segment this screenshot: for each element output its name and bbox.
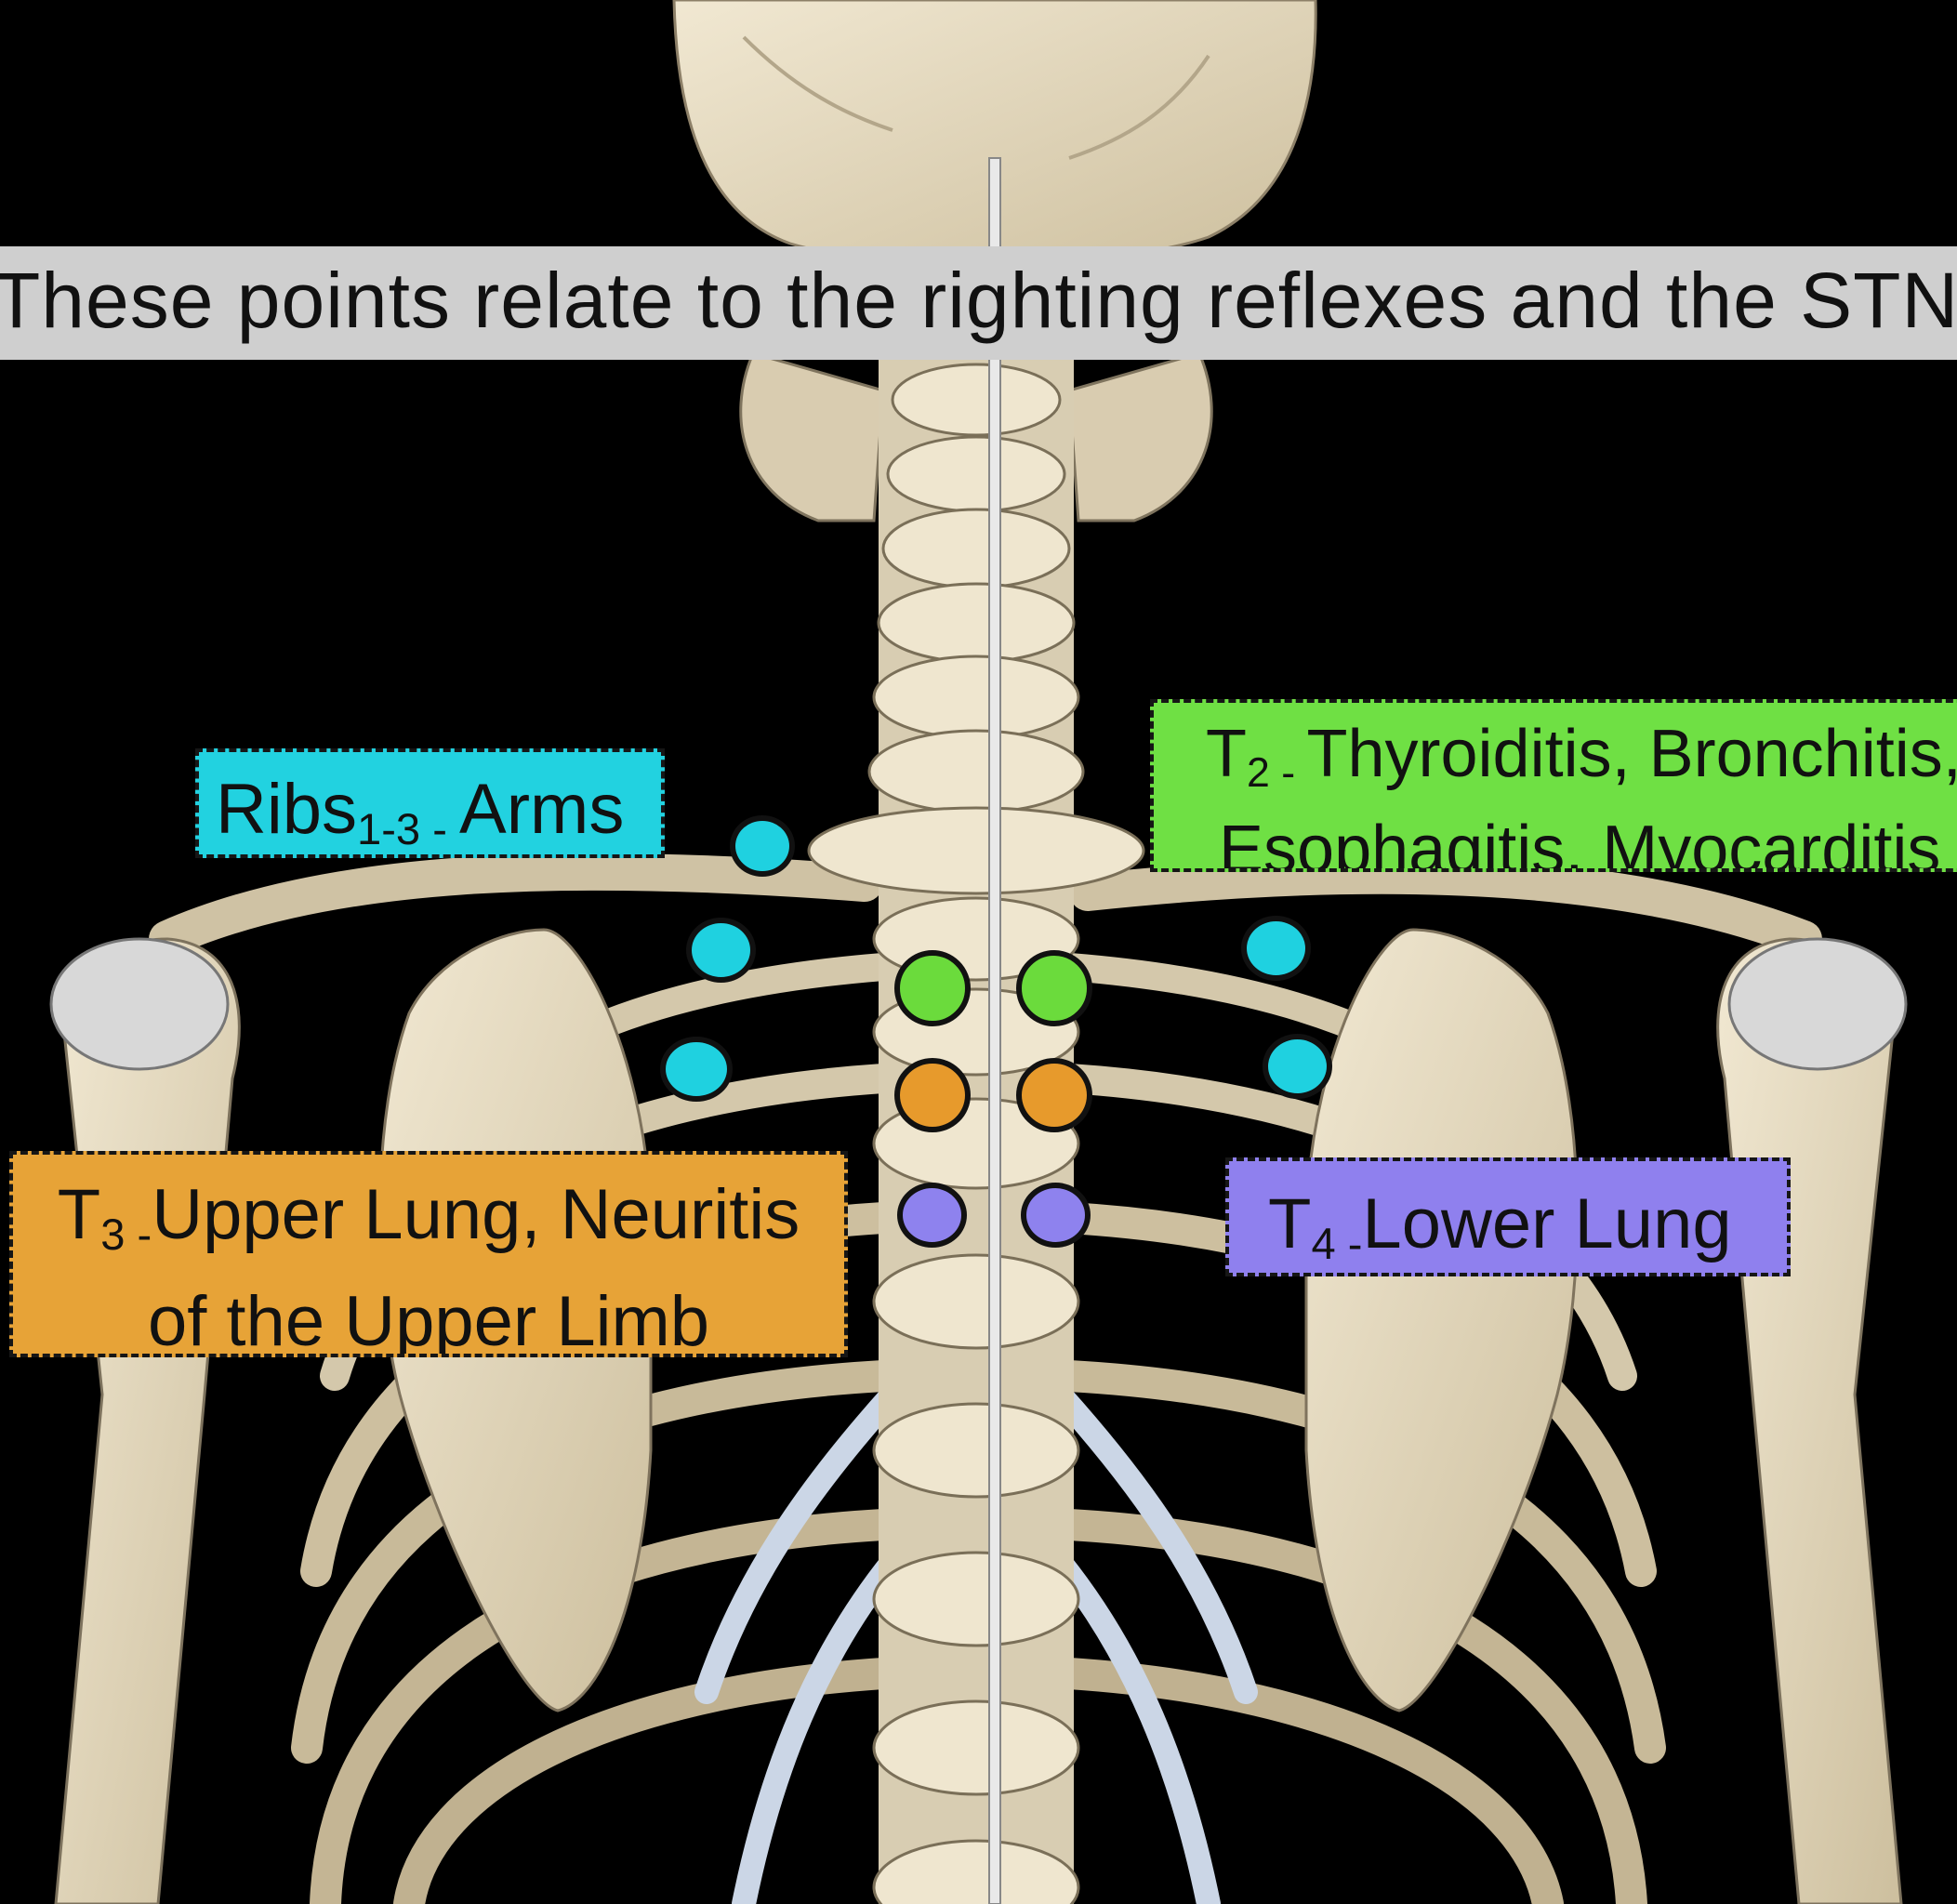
t3-line-1: T3 -Upper Lung, Neuritis: [13, 1171, 844, 1278]
t4-label-subscript: 4: [1311, 1219, 1335, 1268]
rib-point-left-2: [686, 918, 756, 983]
rib-point-left-3: [660, 1037, 733, 1102]
t3-label-subscript: 3: [100, 1210, 125, 1259]
rib-point-right-1: [1241, 916, 1311, 981]
t3-label-dash: -: [125, 1210, 152, 1259]
ribs-label-subscript: 1-3: [357, 804, 420, 853]
banner-text: These points relate to the righting refl…: [0, 256, 1957, 346]
t3-point-right: [1016, 1058, 1092, 1132]
ribs-label-dash: -: [420, 804, 459, 853]
t4-label-text: Lower Lung: [1362, 1184, 1731, 1263]
t4-label-main: T: [1268, 1184, 1311, 1263]
t2-line-1: T2 - Thyroiditis, Bronchitis,: [1206, 716, 1957, 812]
rib-point-left-1: [730, 815, 795, 877]
t2-point-right: [1016, 950, 1092, 1026]
title-banner: These points relate to the righting refl…: [0, 246, 1957, 360]
label-t2: T2 - Thyroiditis, Bronchitis, Esophagiti…: [1150, 699, 1957, 872]
ribs-label-main: Ribs: [216, 770, 357, 849]
t3-point-left: [894, 1058, 971, 1132]
t3-label-text-2: of the Upper Limb: [13, 1278, 844, 1357]
t3-label-main: T: [58, 1175, 100, 1254]
rib-point-right-2: [1263, 1034, 1332, 1099]
t4-point-right: [1021, 1183, 1091, 1248]
t2-label-text-1: Thyroiditis, Bronchitis,: [1306, 717, 1957, 791]
label-t4: T4 -Lower Lung: [1225, 1157, 1791, 1276]
t3-label-text-1: Upper Lung, Neuritis: [152, 1175, 800, 1254]
t2-label-subscript: 2: [1247, 750, 1270, 796]
t4-point-left: [897, 1183, 967, 1248]
label-t3: T3 -Upper Lung, Neuritis of the Upper Li…: [9, 1151, 848, 1357]
t2-point-left: [894, 950, 971, 1026]
t2-label-dash: -: [1270, 750, 1307, 796]
label-ribs-1-3: Ribs1-3 - Arms: [195, 748, 665, 858]
t2-label-main: T: [1206, 717, 1247, 791]
t4-label-dash: -: [1336, 1219, 1363, 1268]
t2-label-text-2: Esophagitis, Myocarditis: [1206, 812, 1957, 872]
ribs-label-text: Arms: [459, 770, 624, 849]
